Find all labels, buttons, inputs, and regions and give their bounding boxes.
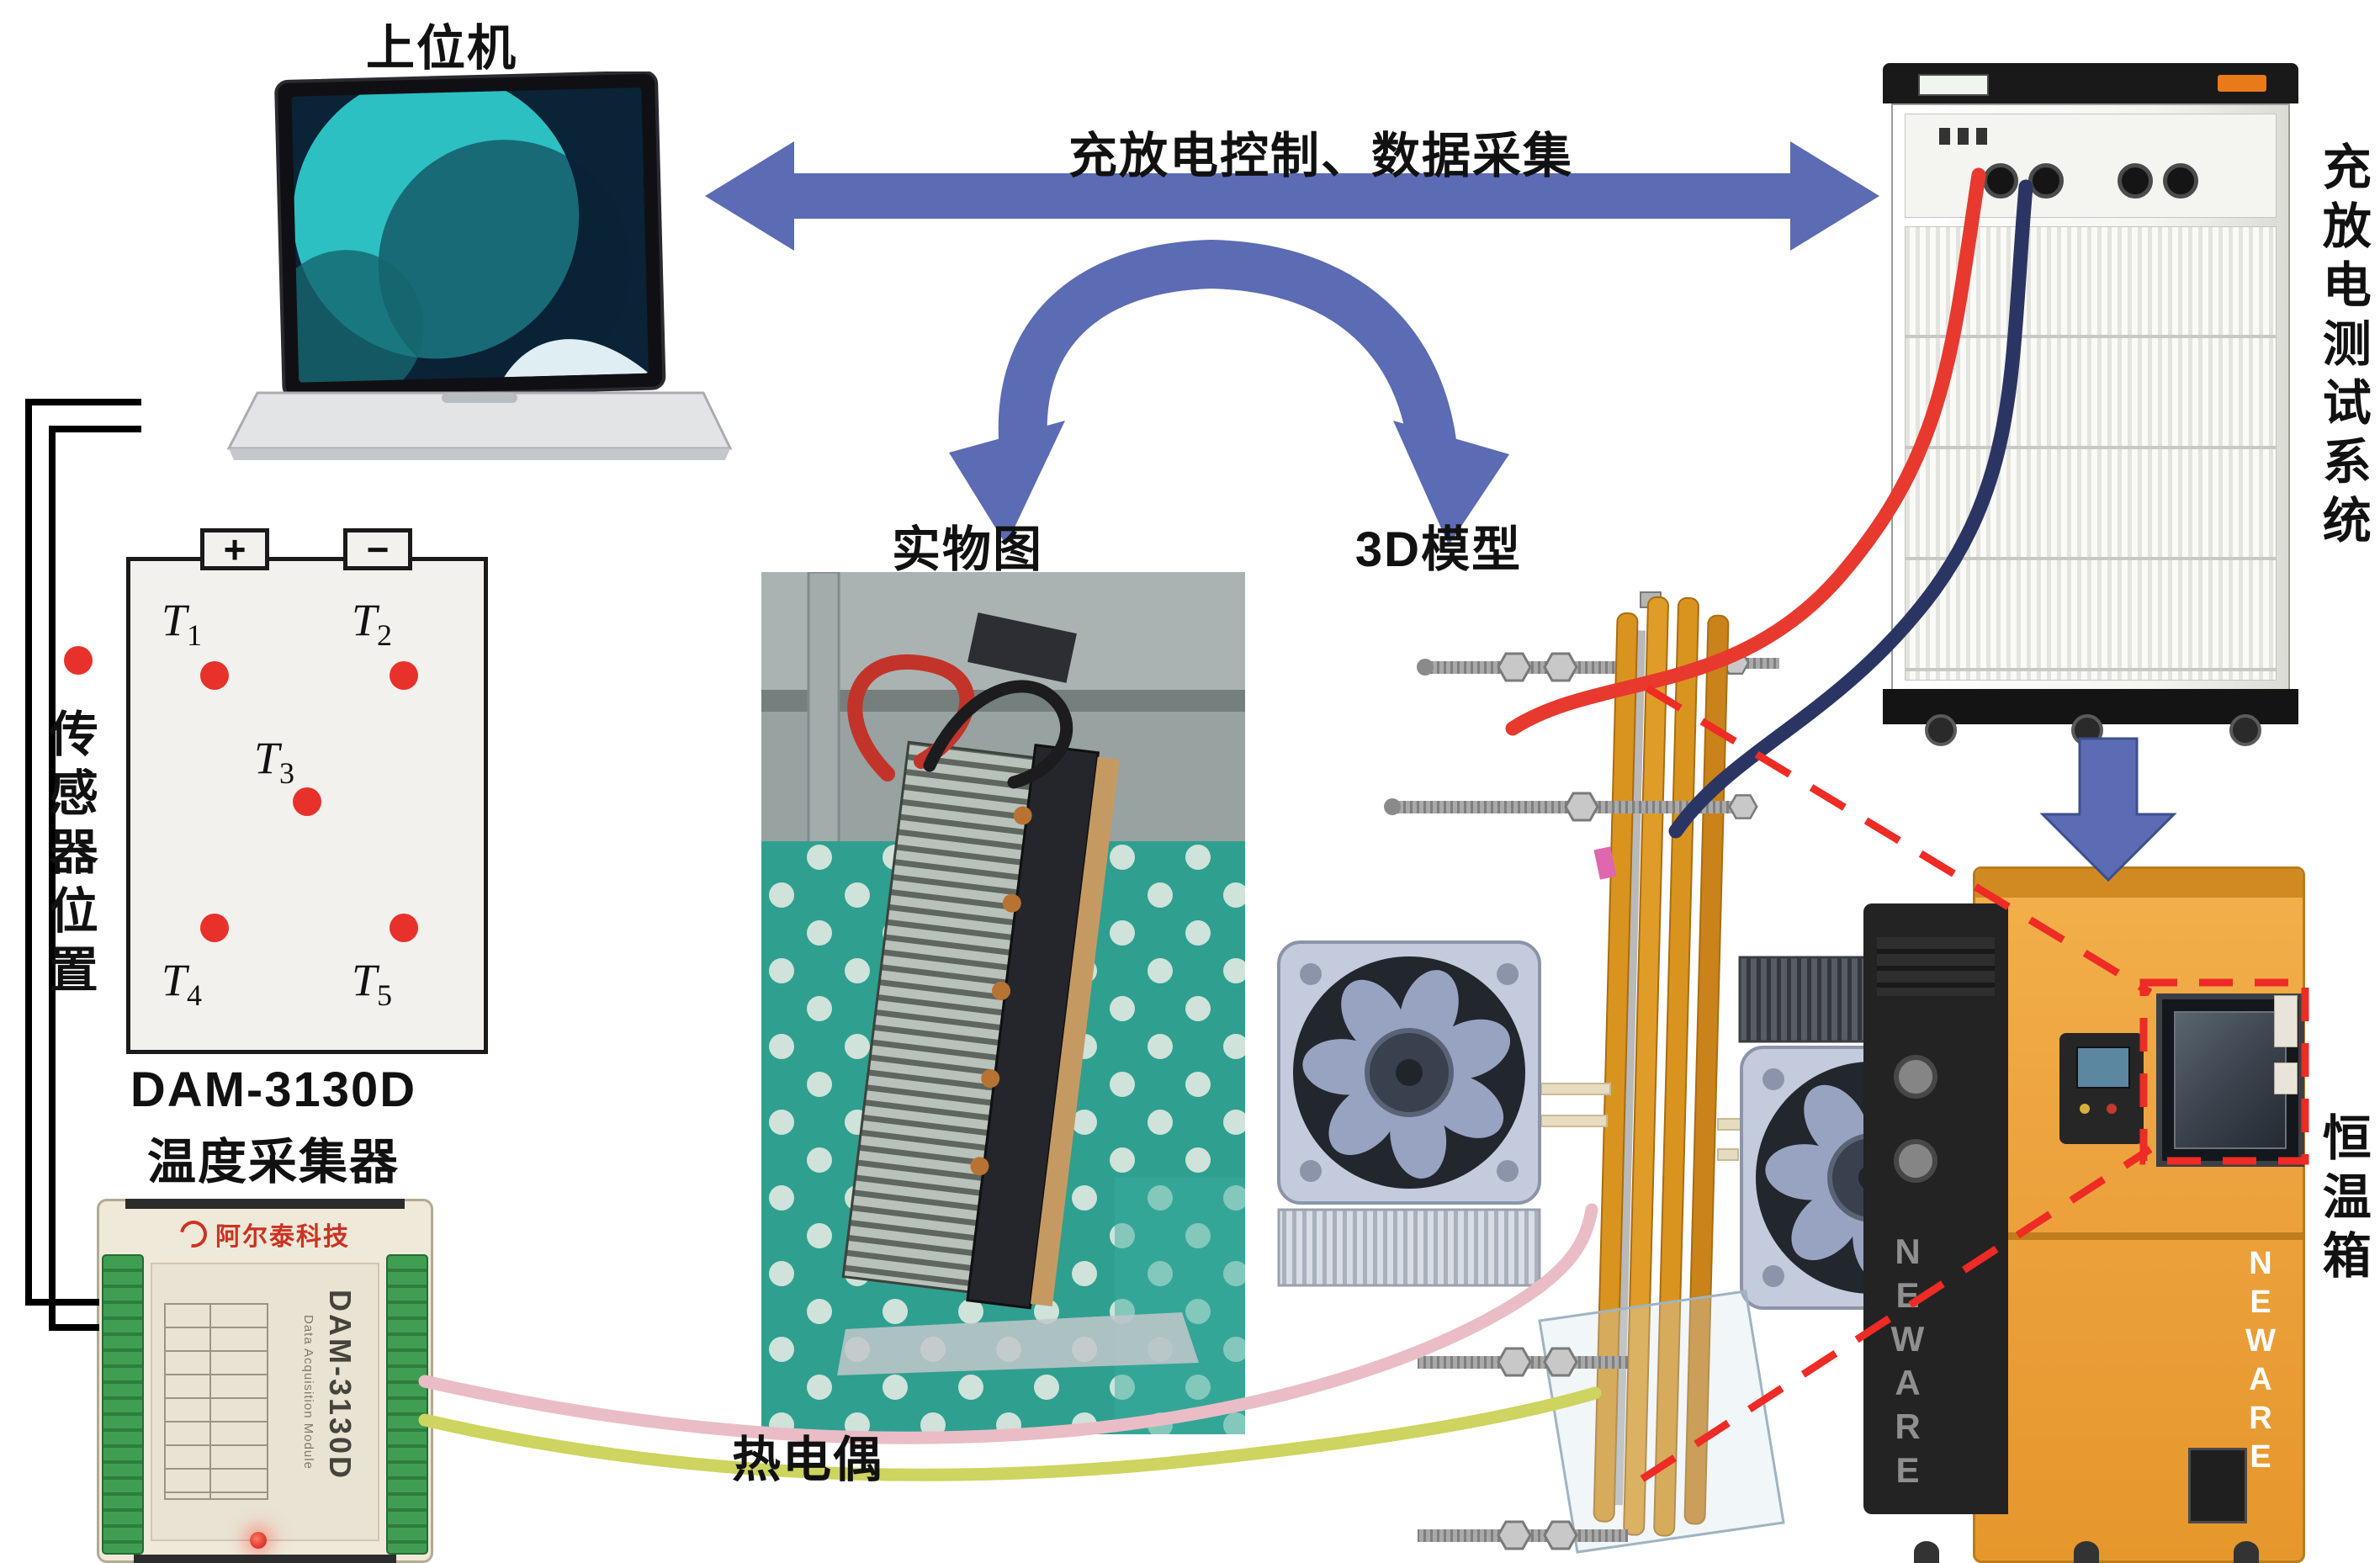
chamber-wheel	[2234, 1541, 2259, 1563]
sync-curved-arrow	[998, 239, 1458, 462]
brand-text: 阿尔泰科技	[215, 1223, 350, 1251]
sensor-label-t4: T4	[162, 955, 203, 1012]
sensor-dot-t3	[293, 787, 321, 816]
minus-sign: −	[366, 527, 390, 571]
cabinet-top-panel	[1883, 63, 2298, 103]
acrylic-plate	[1538, 1290, 1785, 1554]
cabinet-grille	[1905, 226, 2277, 681]
chamber-button-yellow	[2080, 1104, 2090, 1114]
thermocouple-label: 热电偶	[731, 1433, 883, 1487]
dam-terminal-strip-right	[386, 1254, 428, 1555]
dam-top-connector	[125, 1199, 405, 1209]
cabinet-switch	[1958, 128, 1969, 145]
battery-minus-terminal: −	[343, 527, 412, 571]
sensor-label-t5: T5	[352, 955, 393, 1012]
physical-photo-label: 实物图	[891, 522, 1043, 577]
dam-front-panel: DAM-3130D Data Acquisition Module	[151, 1263, 379, 1549]
sensor-label-t1: T1	[162, 595, 203, 652]
chamber-port-knob	[1894, 1055, 1937, 1099]
battery-stack-photo	[761, 570, 1245, 1434]
dam-model-text: DAM-3130D	[323, 1290, 358, 1481]
charge-test-cabinet	[1876, 63, 2305, 746]
chamber-brand-text: NEWARE	[2243, 1246, 2278, 1478]
3d-model-label: 3D模型	[1354, 522, 1523, 577]
chamber-sticker	[2274, 995, 2298, 1047]
chamber-brand-text-dark: NEWARE	[1888, 1232, 1927, 1494]
cabinet-brand-badge	[2218, 75, 2266, 92]
dam-model-label: DAM-3130D	[130, 1062, 417, 1117]
sensor-legend-dot	[64, 646, 93, 675]
cabinet-body	[1891, 103, 2290, 691]
dam-model-desc-text: Data Acquisition Module	[301, 1315, 315, 1470]
laptop-screen	[274, 70, 666, 400]
chamber-top-bevel	[1975, 869, 2303, 898]
dam-device-label: 温度采集器	[146, 1135, 400, 1189]
cabinet-display	[1918, 74, 1989, 96]
plus-sign: +	[223, 527, 246, 571]
dam-bottom-connector	[134, 1555, 396, 1563]
busbar-block	[967, 612, 1077, 683]
chamber-dark-tower: NEWARE	[1863, 903, 2008, 1514]
sensor-dot-t5	[390, 914, 418, 942]
photo-graphic	[761, 570, 1245, 1434]
photo-black-cable	[923, 680, 1073, 789]
control-dataacq-label: 充放电控制、数据采集	[1068, 129, 1573, 183]
threaded-rod-bottom-2	[1418, 1520, 1628, 1550]
chamber-control-panel	[2059, 1033, 2144, 1144]
chamber-split-groove	[1975, 1232, 2303, 1240]
caster-wheel	[2071, 714, 2103, 746]
thermal-chamber-label: 恒温箱	[2314, 1112, 2370, 1289]
left-fan	[1279, 942, 1540, 1203]
chamber-sticker	[2274, 1062, 2298, 1094]
cabinet-connector-panel	[1905, 114, 2277, 218]
output-connector-2	[2028, 163, 2064, 199]
sensor-dot-t2	[390, 661, 418, 690]
output-connector-4	[2163, 163, 2198, 199]
dam-brand: 阿尔泰科技	[97, 1215, 433, 1253]
pink-connector	[1593, 846, 1617, 880]
laptop	[226, 70, 733, 484]
battery-sensor-diagram: + − T1 T2 T3 T4 T5	[126, 527, 488, 1054]
chamber-wheel	[2074, 1541, 2099, 1563]
chamber-port-knob	[1894, 1139, 1937, 1183]
output-connector-3	[2118, 163, 2153, 199]
chamber-orange-body: NEWARE	[1973, 866, 2305, 1563]
chamber-lower-vent	[2188, 1448, 2247, 1523]
cabinet-switch	[1976, 128, 1987, 145]
charge-test-system-label: 充放电测试系统	[2314, 141, 2370, 554]
sensor-label-t2: T2	[352, 595, 393, 652]
sensor-position-label: 传感器位置	[41, 708, 97, 1003]
dam-3130d-module: 阿尔泰科技 DAM-3130D Data Acquisition Module	[97, 1199, 433, 1563]
battery-plus-terminal: +	[200, 527, 269, 571]
brand-logo-icon	[174, 1215, 213, 1253]
laptop-graphic	[226, 70, 733, 460]
thermal-chamber: NEWARE NEWARE	[1863, 866, 2305, 1563]
left-heatsink	[1277, 1208, 1541, 1287]
chamber-wheel	[1914, 1541, 1939, 1563]
laptop-base	[226, 391, 733, 460]
dam-status-led	[250, 1532, 267, 1549]
sensor-label-t3: T3	[254, 733, 295, 790]
dam-terminal-strip-left	[102, 1254, 144, 1555]
sensor-dot-t4	[200, 914, 229, 942]
chamber-vents	[1877, 937, 1995, 996]
host-computer-label: 上位机	[365, 21, 517, 76]
output-connector-1	[1983, 163, 2018, 199]
caster-wheel	[1925, 714, 1957, 746]
sensor-dot-t1	[200, 661, 229, 690]
cabinet-switch	[1939, 128, 1950, 145]
chamber-button-red	[2107, 1104, 2117, 1114]
chamber-window-pane	[2174, 1011, 2287, 1149]
cabinet-to-chamber-arrow	[2039, 737, 2177, 882]
chamber-screen	[2076, 1046, 2130, 1089]
caster-wheel	[2229, 714, 2261, 746]
threaded-rod-middle	[1384, 792, 1758, 822]
dam-printed-table	[164, 1303, 268, 1500]
